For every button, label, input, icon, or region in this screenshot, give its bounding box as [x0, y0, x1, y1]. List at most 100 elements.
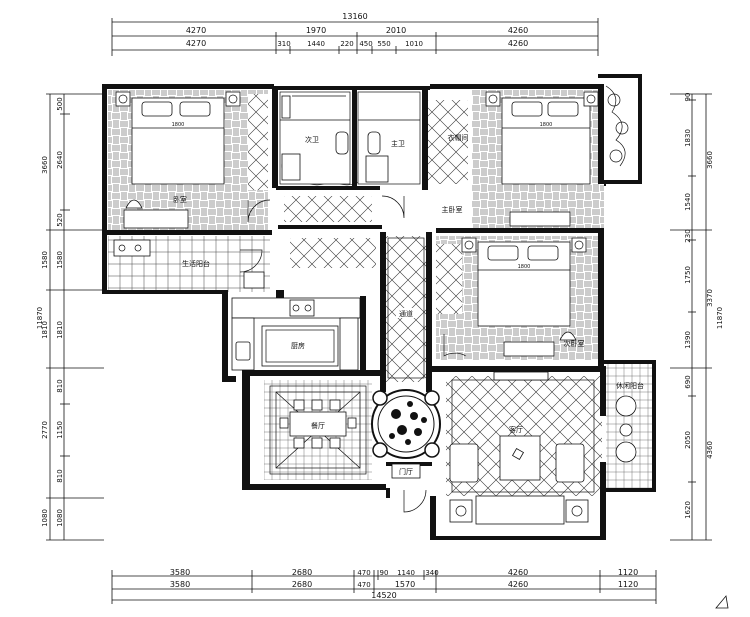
kitchen-label: 厨房 [291, 341, 305, 350]
bathrooms: 次卫 主卫 衣帽间 [279, 91, 469, 185]
toilet-icon [335, 131, 349, 155]
living-label: 客厅 [509, 425, 523, 434]
armchair-icon [555, 443, 585, 483]
bottom-dim2-2: 2680 [292, 580, 312, 589]
bedroom-left-label: 卧室 [173, 195, 187, 204]
top-dim2-3: 1440 [307, 40, 325, 48]
cloakroom-label: 衣帽间 [448, 133, 469, 142]
living-room: 客厅 [449, 371, 595, 525]
bottom-dimensions: 3580 2680 470 90 1140 340 4260 1120 3580… [111, 568, 657, 604]
top-total-dimension: 13160 [342, 12, 367, 21]
top-dim2-6: 550 [377, 40, 390, 48]
right-dim-4: 230 [684, 229, 692, 242]
tv-cabinet-icon [509, 211, 571, 227]
left-dim2-5: 1810 [56, 321, 64, 339]
right-total-dimension: 11870 [716, 307, 724, 329]
door-second-bedroom [443, 334, 467, 357]
left-dim2-2: 2640 [56, 151, 64, 169]
right-dim-8: 2050 [684, 431, 692, 449]
bottom-dim-5: 1140 [397, 569, 415, 577]
right-dim2-3: 4360 [706, 441, 714, 459]
right-dim-1: 90 [684, 93, 692, 102]
leisure-balcony: 休闲阳台 [615, 381, 644, 463]
cabinet-top [284, 196, 372, 222]
left-dim2-4: 1580 [56, 251, 64, 269]
north-arrow-icon [715, 595, 729, 609]
corridor-label: 通道 [399, 309, 413, 318]
bed-master-size: 1800 [540, 122, 553, 128]
left-dim-3: 1810 [41, 321, 49, 339]
right-dimensions: 90 1830 1540 230 1750 1390 690 2050 1620… [670, 93, 724, 541]
utility-balcony: 生活阳台 [113, 239, 265, 289]
bottom-dim-4: 90 [380, 569, 389, 577]
sink-icon [235, 341, 251, 361]
tv-cabinet-icon [493, 371, 549, 381]
left-dim2-7: 1150 [56, 421, 64, 439]
right-dim-3: 1540 [684, 193, 692, 211]
top-dimensions: 13160 4270 1970 2010 4260 4270 310 1440 … [111, 12, 599, 56]
top-dim-3: 2010 [386, 26, 406, 35]
right-dim2-1: 3660 [706, 151, 714, 169]
corridor: 通道 [387, 237, 425, 379]
bottom-dim2-6: 1120 [618, 580, 638, 589]
left-dim-4: 2770 [41, 421, 49, 439]
left-dim-1: 3660 [41, 156, 49, 174]
top-dim2-7: 1010 [405, 40, 423, 48]
sofa-icon [475, 495, 565, 525]
bedroom-left: 1800 卧室 [115, 91, 241, 229]
top-dim2-2: 310 [277, 40, 290, 48]
bottom-dim2-4: 1570 [395, 580, 415, 589]
master-bedroom: 1800 主卧室 [442, 85, 629, 227]
bottom-total-dimension: 14520 [371, 591, 396, 600]
left-dim-5: 1080 [41, 509, 49, 527]
utility-balcony-label: 生活阳台 [182, 259, 210, 268]
left-dimensions: 3660 1580 1810 2770 1080 500 2640 520 15… [36, 93, 104, 541]
top-dim-1: 4270 [186, 26, 206, 35]
door-entrance [403, 489, 427, 513]
toilet-icon [367, 131, 381, 155]
door-master-bedroom [381, 195, 405, 219]
left-dim2-8: 810 [56, 469, 64, 482]
cabinet-middle [290, 238, 376, 268]
plant-icon [605, 85, 626, 167]
master-bedroom-label: 主卧室 [442, 205, 463, 214]
dining: 餐厅 [269, 385, 367, 475]
left-dim2-6: 810 [56, 379, 64, 392]
leisure-balcony-label: 休闲阳台 [616, 381, 644, 390]
left-dim2-1: 500 [56, 97, 64, 110]
cabinet-right [436, 244, 462, 314]
second-bedroom-label: 次卧室 [564, 339, 585, 348]
bed-second-size: 1800 [518, 264, 531, 270]
bed-left-size: 1800 [172, 122, 185, 128]
top-dim2-4: 220 [340, 40, 353, 48]
left-dim-2: 1580 [41, 251, 49, 269]
left-dim2-3: 520 [56, 213, 64, 226]
master-bath-label: 主卫 [391, 139, 405, 148]
island-icon [261, 325, 339, 367]
right-dim-7: 690 [684, 375, 692, 388]
second-bedroom: 1800 次卧室 [461, 237, 587, 357]
bottom-dim-3: 470 [357, 569, 370, 577]
top-dim-2: 1970 [306, 26, 326, 35]
lounge-chair-icon [615, 395, 637, 417]
stove-icon [289, 299, 315, 317]
kitchen: 厨房 [231, 297, 361, 371]
dining-table-icon [289, 411, 347, 437]
desk-icon [123, 209, 189, 229]
dining-label: 餐厅 [311, 421, 325, 430]
armchair-icon [449, 443, 479, 483]
bottom-dim-2: 2680 [292, 568, 312, 577]
bottom-dim-1: 3580 [170, 568, 190, 577]
entrance: 门厅 [371, 389, 441, 479]
bottom-dim2-3: 470 [357, 581, 370, 589]
left-dim2-9: 1080 [56, 509, 64, 527]
bottom-dim2-5: 4260 [508, 580, 528, 589]
right-dim-2: 1830 [684, 129, 692, 147]
top-dim-4: 4260 [508, 26, 528, 35]
right-dim2-2: 3370 [706, 289, 714, 307]
bottom-dim2-1: 3580 [170, 580, 190, 589]
top-dim2-1: 4270 [186, 39, 206, 48]
bottom-dim-7: 4260 [508, 568, 528, 577]
second-bath-label: 次卫 [305, 135, 319, 144]
